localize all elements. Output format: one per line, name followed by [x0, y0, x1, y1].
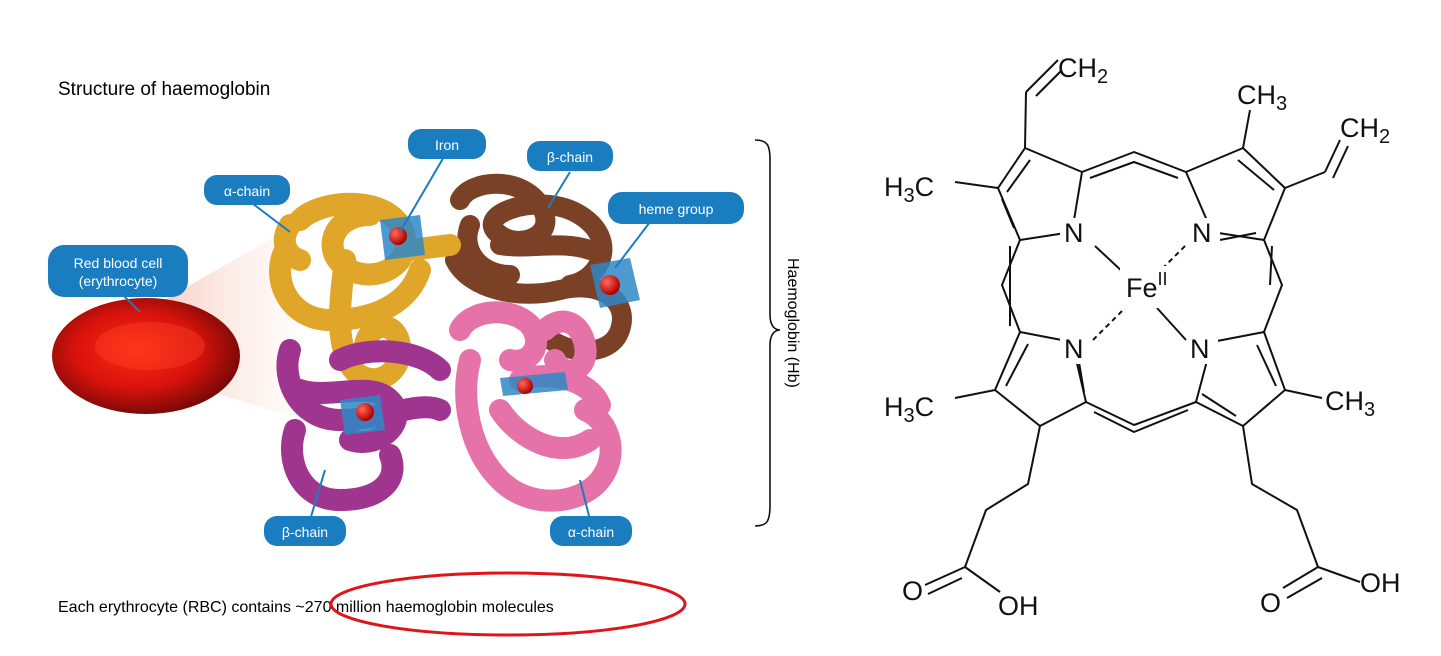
label-alpha-chain-top-text: α-chain	[224, 183, 270, 199]
label-alpha-chain-bottom: α-chain	[550, 516, 632, 546]
label-heme-group: heme group	[608, 192, 744, 224]
label-alpha-chain-top: α-chain	[204, 175, 290, 205]
heme-label-n-top-right: N	[1192, 218, 1212, 248]
heme-label-oh-left: OH	[998, 591, 1039, 621]
heme-label-oh-right: OH	[1360, 568, 1401, 598]
label-beta-chain-top: β-chain	[527, 141, 613, 171]
label-alpha-chain-bottom-text: α-chain	[568, 524, 614, 540]
figure-title: Structure of haemoglobin	[58, 79, 270, 100]
leader-lines	[119, 154, 651, 521]
alpha-chain-top-structure	[269, 192, 461, 391]
haemoglobin-bracket	[754, 139, 781, 527]
label-beta-chain-top-text: β-chain	[547, 149, 593, 165]
highlight-ellipse	[329, 571, 687, 637]
heme-label-n-bottom-left: N	[1064, 334, 1084, 364]
label-heme-group-text: heme group	[639, 201, 714, 217]
haemoglobin-protein-illustration	[269, 173, 640, 512]
heme-label-fe: FeII	[1126, 269, 1168, 303]
heme-label-o-right: O	[1260, 588, 1281, 618]
figure-caption: Each erythrocyte (RBC) contains ~270 mil…	[58, 599, 554, 616]
label-iron: Iron	[408, 129, 486, 159]
heme-label-ch3-right: CH3	[1325, 386, 1375, 421]
haemoglobin-bracket-label: Haemoglobin (Hb)	[784, 258, 801, 388]
heme-group-markers	[340, 215, 640, 435]
heme-label-h3c-top: H3C	[884, 172, 934, 207]
label-red-blood-cell: Red blood cell (erythrocyte)	[48, 245, 188, 297]
heme-label-ch2-top-left: CH2	[1058, 53, 1108, 88]
heme-atom-labels: CH2 CH3 CH2 H3C N N N N FeII H3C CH3 O O…	[884, 53, 1401, 621]
label-red-blood-cell-line1: Red blood cell	[74, 255, 163, 271]
heme-structure-formula	[924, 59, 1361, 599]
label-beta-chain-bottom: β-chain	[264, 516, 346, 546]
label-beta-chain-bottom-text: β-chain	[282, 524, 328, 540]
heme-label-ch2-top-right: CH2	[1340, 113, 1390, 148]
label-iron-text: Iron	[435, 137, 459, 153]
red-blood-cell-illustration	[52, 228, 300, 420]
heme-label-ch3-top: CH3	[1237, 80, 1287, 115]
heme-label-n-bottom-right: N	[1190, 334, 1210, 364]
alpha-chain-bottom-structure	[449, 301, 622, 512]
heme-label-o-left: O	[902, 576, 923, 606]
heme-label-n-top-left: N	[1064, 218, 1084, 248]
heme-label-h3c-bottom: H3C	[884, 392, 934, 427]
beta-chain-bottom-structure	[276, 339, 451, 511]
label-red-blood-cell-line2: (erythrocyte)	[79, 273, 158, 289]
